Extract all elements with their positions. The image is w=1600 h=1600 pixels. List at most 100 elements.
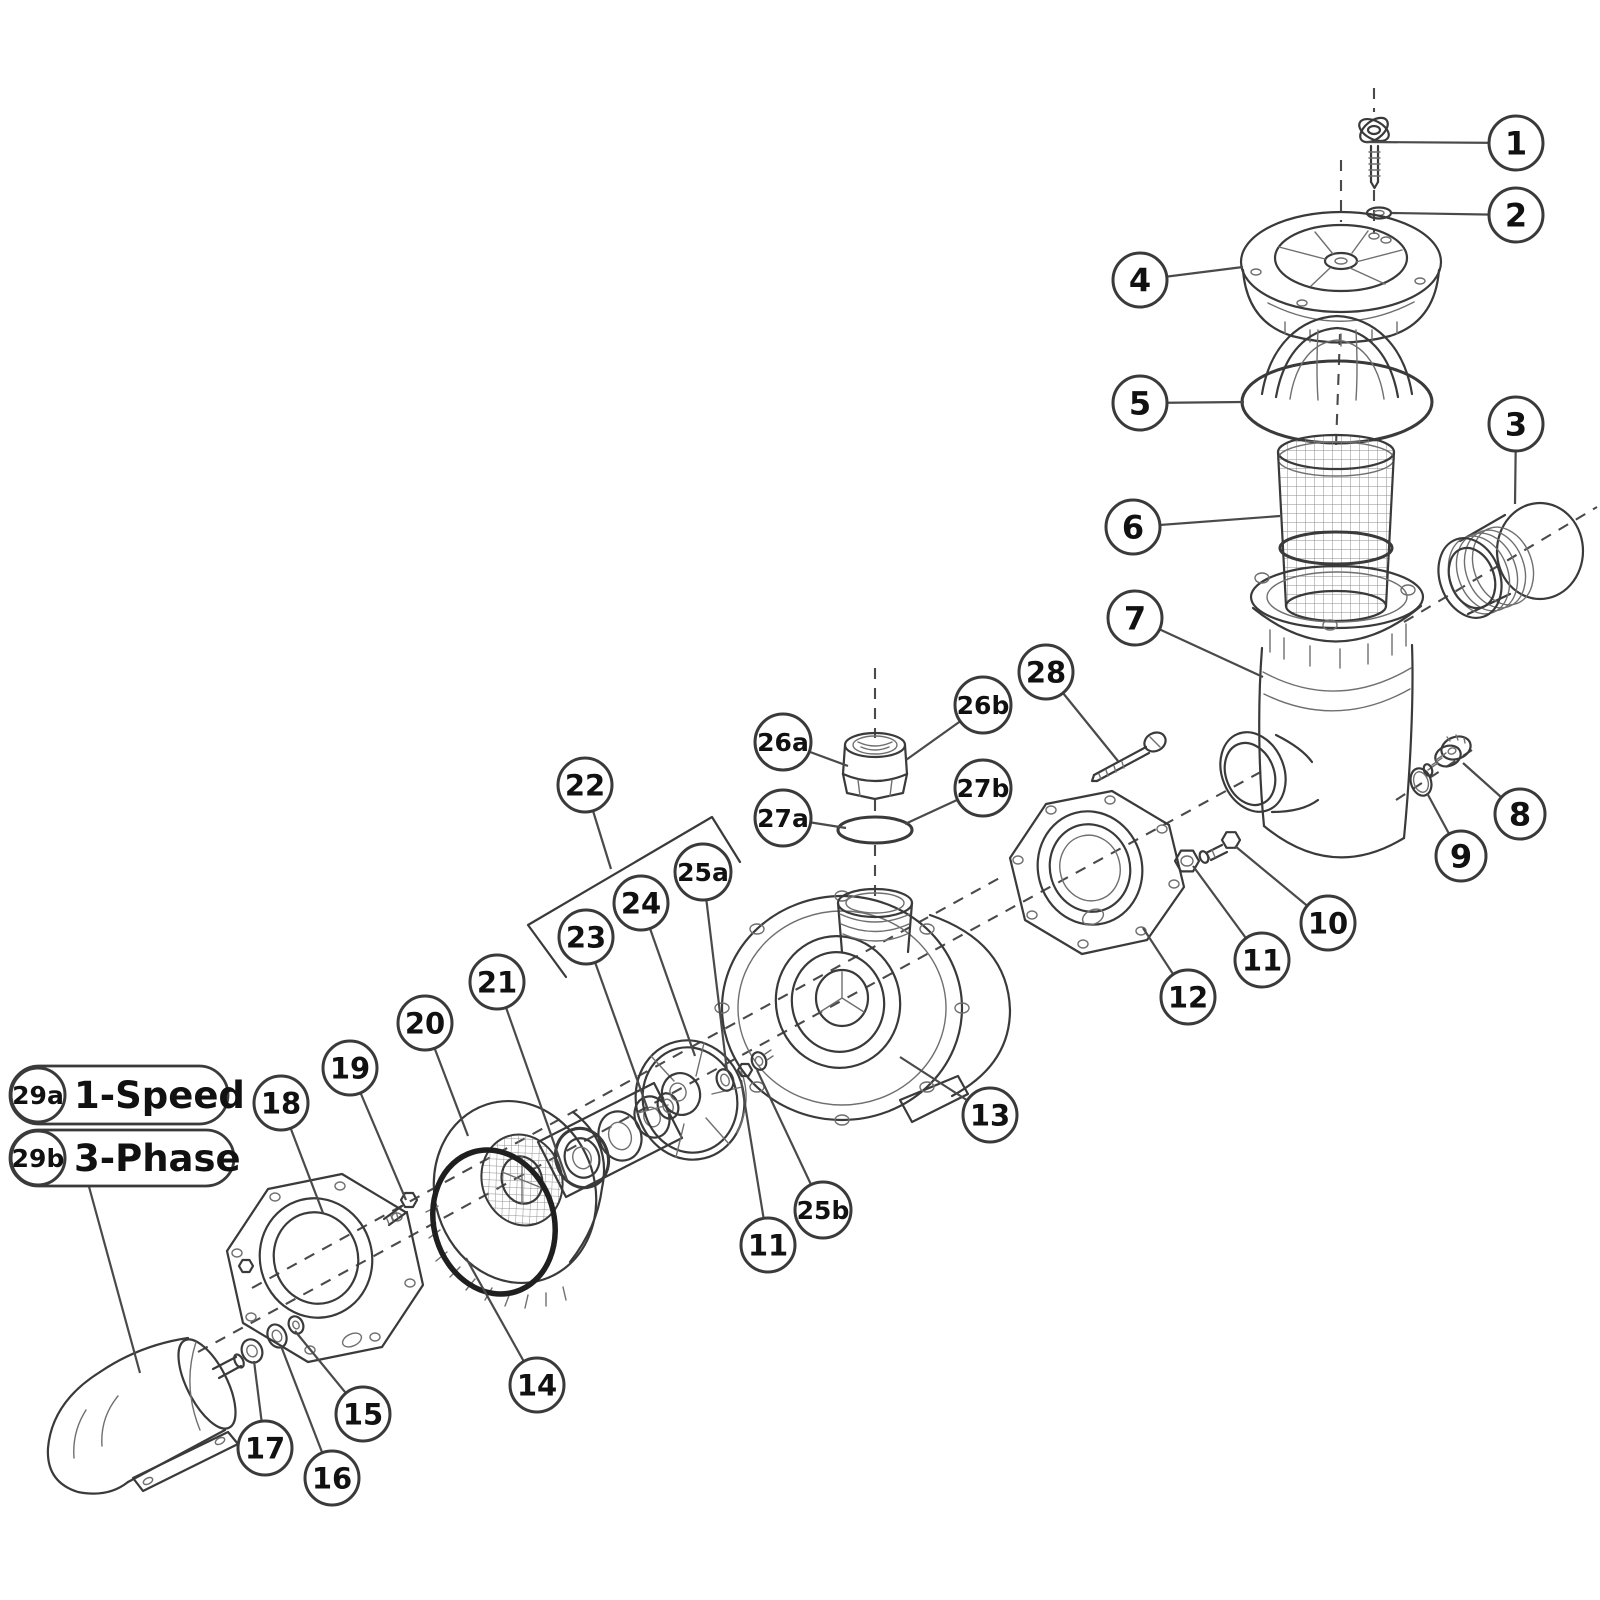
callout-25b-balloon (793, 1180, 853, 1240)
callout-4-number: 4 (1129, 262, 1151, 300)
callout-23-leader (584, 936, 650, 1111)
callout-21: 21 (468, 953, 569, 1181)
knob-and-screw-drawing (1358, 116, 1390, 190)
callout-27b-balloon (953, 758, 1013, 818)
impeller-drawing (634, 1039, 747, 1161)
callout-18-balloon (252, 1074, 310, 1132)
callout-10-number: 10 (1308, 906, 1348, 940)
callout-26a-balloon (753, 712, 813, 772)
trap-lid-drawing (1239, 210, 1443, 347)
callout-19-number: 19 (330, 1051, 370, 1085)
callout-7-number: 7 (1124, 600, 1146, 638)
callout-19-balloon (321, 1039, 379, 1097)
callout-26a: 26a (753, 712, 849, 772)
callout-27a-balloon (753, 788, 813, 848)
callout-5: 5 (1111, 374, 1245, 432)
callout-9: 9 (1426, 792, 1488, 883)
housing-bolt-drawing (1090, 731, 1167, 783)
callout-11b-balloon (739, 1216, 797, 1274)
callout-20: 20 (396, 994, 470, 1137)
callout-11b-number: 11 (748, 1228, 788, 1262)
callout-25a: 25a (673, 842, 733, 1072)
callout-11b: 11 (739, 1079, 797, 1274)
diffuser-drawing (425, 1099, 606, 1309)
callout-23-number: 23 (566, 920, 606, 954)
callout-11a: 11 (1192, 865, 1291, 989)
callout-7: 7 (1106, 589, 1264, 678)
callout-16: 16 (279, 1345, 361, 1507)
shaft-seal-parts-drawing (553, 1092, 680, 1190)
seal-plate-nut-drawing (1173, 849, 1201, 873)
callout-13-number: 13 (970, 1098, 1010, 1132)
callout-11a-balloon (1233, 931, 1291, 989)
callout-8-balloon (1493, 787, 1547, 841)
callout-25b-number: 25b (797, 1196, 850, 1225)
callout-10: 10 (1234, 845, 1357, 952)
callout-28: 28 (1017, 643, 1119, 762)
port-bushing-drawing (841, 731, 909, 801)
callout-27a: 27a (753, 788, 847, 848)
callout-23-balloon (557, 908, 615, 966)
callout-25b: 25b (756, 1069, 853, 1240)
callout-21-number: 21 (477, 965, 517, 999)
callout-26b: 26b (905, 675, 1013, 761)
centerlines (197, 88, 1598, 1353)
callout-17: 17 (236, 1360, 294, 1477)
callout-5-number: 5 (1129, 385, 1151, 423)
drain-plug-oring-drawing (1409, 767, 1433, 797)
impeller-hardware-drawing (715, 1049, 774, 1092)
seal-kit-bracket (526, 815, 742, 979)
callout-29b-balloon (9, 1129, 67, 1187)
callout-14: 14 (465, 1257, 566, 1414)
callout-21-leader (495, 981, 569, 1181)
callout-8-number: 8 (1509, 796, 1531, 834)
callout-18-number: 18 (261, 1086, 301, 1120)
variant-29b-text: 3-Phase (74, 1137, 241, 1180)
union-adapter-drawing (1437, 501, 1585, 619)
callout-12: 12 (1142, 927, 1217, 1026)
callout-15-number: 15 (343, 1397, 383, 1431)
callout-17-number: 17 (245, 1431, 285, 1465)
callout-27b-number: 27b (957, 774, 1010, 803)
callout-24-balloon (612, 874, 670, 932)
drain-plug-drawing (1422, 734, 1472, 777)
callout-14-balloon (508, 1356, 566, 1414)
callout-28-balloon (1017, 643, 1075, 701)
callout-3-balloon (1487, 395, 1545, 453)
callout-20-number: 20 (405, 1006, 445, 1040)
callout-20-balloon (396, 994, 454, 1052)
callout-6-number: 6 (1122, 509, 1144, 547)
callout-26a-number: 26a (757, 728, 809, 757)
callout-6-balloon (1104, 498, 1162, 556)
callout-13-balloon (961, 1086, 1019, 1144)
callout-14-number: 14 (517, 1368, 557, 1402)
callout-17-balloon (236, 1419, 294, 1477)
callout-2-number: 2 (1505, 197, 1527, 235)
callout-12-balloon (1159, 968, 1217, 1026)
callout-13: 13 (899, 1056, 1019, 1144)
callout-4: 4 (1111, 251, 1244, 309)
callout-1: 1 (1365, 114, 1545, 172)
callout-26b-balloon (953, 675, 1013, 735)
callout-5-balloon (1111, 374, 1169, 432)
callout-2-balloon (1487, 186, 1545, 244)
callout-25a-balloon (673, 842, 733, 902)
callout-29a-balloon (9, 1066, 67, 1124)
callout-12-number: 12 (1168, 980, 1208, 1014)
callout-23: 23 (557, 908, 650, 1111)
trap-body-drawing (1219, 564, 1425, 859)
callout-29a-number: 29a (12, 1081, 64, 1110)
callout-16-number: 16 (312, 1461, 352, 1495)
callout-7-balloon (1106, 589, 1164, 647)
seal-plate-bolt-drawing (382, 1191, 419, 1227)
fitting-drawing (1198, 831, 1242, 864)
callout-9-number: 9 (1450, 838, 1472, 876)
callout-22-number: 22 (565, 768, 605, 802)
callout-8: 8 (1462, 762, 1547, 841)
seal-kit-box (536, 1081, 684, 1199)
callout-25a-number: 25a (677, 858, 729, 887)
